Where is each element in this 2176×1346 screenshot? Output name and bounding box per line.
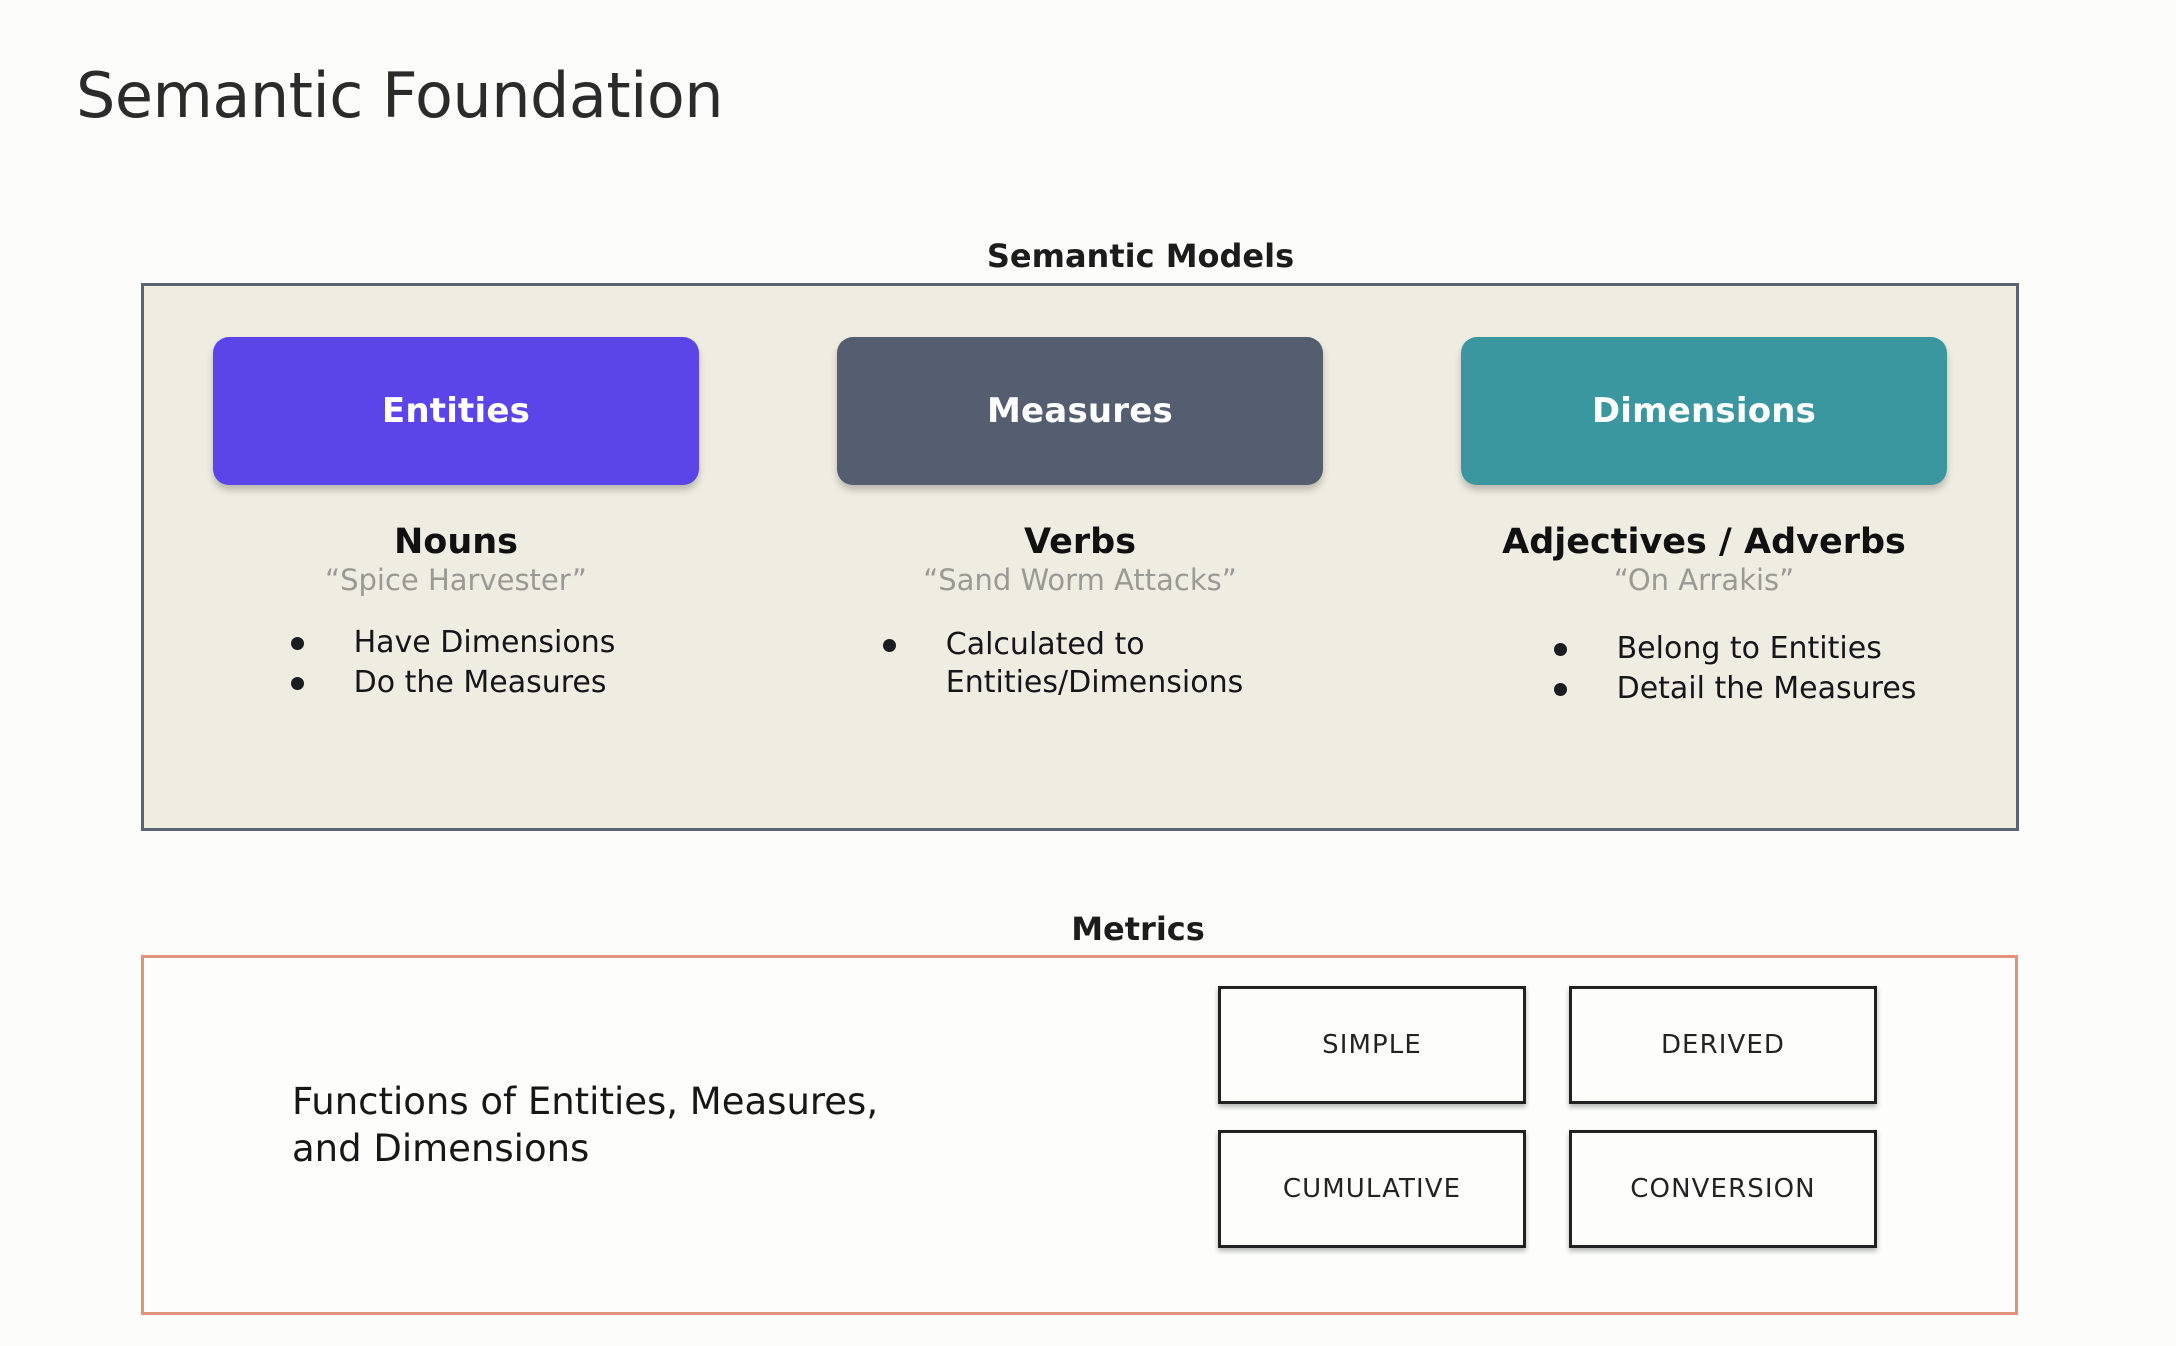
entities-bullet-list: Have Dimensions Do the Measures [290, 624, 616, 703]
list-item: Have Dimensions [290, 624, 616, 663]
metric-type-cumulative[interactable]: CUMULATIVE [1218, 1130, 1526, 1248]
metrics-panel: Functions of Entities, Measures, and Dim… [141, 955, 2018, 1315]
metric-type-simple[interactable]: SIMPLE [1218, 986, 1526, 1104]
bullet-dot-icon [882, 638, 896, 652]
measures-example: “Sand Worm Attacks” [923, 563, 1237, 598]
metric-type-derived[interactable]: DERIVED [1569, 986, 1877, 1104]
bullet-dot-icon [1553, 642, 1567, 656]
metric-type-grid: SIMPLE DERIVED CUMULATIVE CONVERSION [1218, 986, 1877, 1248]
dimensions-card-label: Dimensions [1591, 391, 1817, 431]
measures-bullet-list: Calculated to Entities/Dimensions [882, 626, 1244, 703]
semantic-models-panel: Entities Nouns “Spice Harvester” Have Di… [141, 283, 2019, 831]
metrics-heading: Metrics [1071, 910, 1205, 948]
metric-type-label: DERIVED [1660, 1030, 1786, 1060]
bullet-dot-icon [290, 636, 304, 650]
dimensions-example: “On Arrakis” [1613, 563, 1795, 598]
semantic-column-dimensions: Dimensions Adjectives / Adverbs “On Arra… [1392, 286, 2016, 828]
bullet-dot-icon [1553, 683, 1567, 697]
dimensions-bullet-list: Belong to Entities Detail the Measures [1553, 630, 1917, 709]
list-item-label: Do the Measures [353, 665, 607, 701]
list-item-label: Belong to Entities [1616, 630, 1882, 666]
list-item: Calculated to Entities/Dimensions [882, 626, 1244, 703]
semantic-models-columns: Entities Nouns “Spice Harvester” Have Di… [144, 286, 2016, 828]
semantic-models-heading: Semantic Models [986, 237, 1295, 275]
page-title: Semantic Foundation [76, 59, 724, 132]
semantic-column-entities: Entities Nouns “Spice Harvester” Have Di… [144, 286, 768, 828]
entities-part-of-speech: Nouns [393, 522, 518, 562]
entities-card[interactable]: Entities [213, 337, 699, 485]
metric-type-label: CONVERSION [1630, 1174, 1816, 1204]
entities-example: “Spice Harvester” [325, 563, 587, 598]
entities-card-label: Entities [381, 391, 531, 431]
metric-type-label: SIMPLE [1322, 1030, 1422, 1060]
dimensions-card[interactable]: Dimensions [1461, 337, 1947, 485]
metrics-description: Functions of Entities, Measures, and Dim… [292, 1080, 879, 1171]
list-item-label: Detail the Measures [1616, 671, 1917, 707]
dimensions-part-of-speech: Adjectives / Adverbs [1502, 522, 1906, 562]
bullet-dot-icon [290, 677, 304, 691]
list-item-label: Have Dimensions [353, 624, 616, 660]
list-item-label: Calculated to Entities/Dimensions [945, 626, 1244, 701]
measures-part-of-speech: Verbs [1023, 522, 1137, 562]
entities-description: Nouns “Spice Harvester” [144, 522, 768, 598]
metric-type-label: CUMULATIVE [1282, 1174, 1462, 1204]
measures-description: Verbs “Sand Worm Attacks” [768, 522, 1392, 598]
list-item: Belong to Entities [1553, 630, 1917, 669]
measures-card-label: Measures [987, 391, 1173, 431]
metric-type-conversion[interactable]: CONVERSION [1569, 1130, 1877, 1248]
measures-card[interactable]: Measures [837, 337, 1323, 485]
dimensions-description: Adjectives / Adverbs “On Arrakis” [1392, 522, 2016, 598]
list-item: Detail the Measures [1553, 670, 1917, 709]
list-item: Do the Measures [290, 664, 616, 703]
semantic-column-measures: Measures Verbs “Sand Worm Attacks” Calcu… [768, 286, 1392, 828]
